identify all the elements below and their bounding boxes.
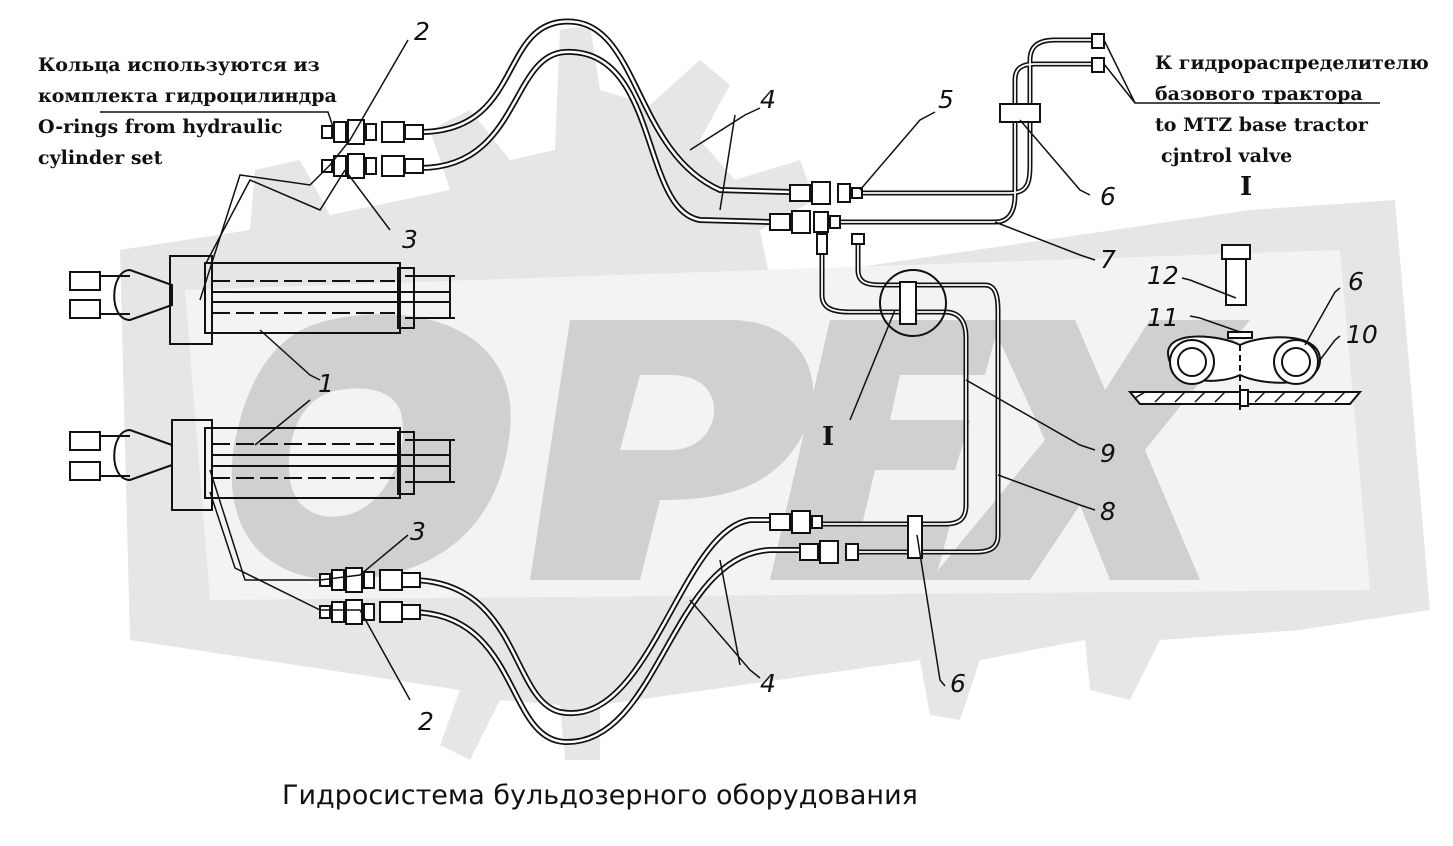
watermark — [120, 25, 1430, 760]
clamp-6-top — [999, 103, 1041, 123]
leader-lines — [100, 39, 1380, 701]
watermark-letter-x — [930, 320, 1250, 580]
detail-view-I — [1127, 244, 1363, 410]
callout-4-bottom: 4 — [760, 669, 776, 698]
control-valve-note-en-line2: cjntrol valve — [1161, 145, 1293, 167]
callout-6-top: 6 — [1100, 182, 1116, 211]
hydraulic-cylinder-bottom — [69, 419, 455, 511]
o-rings-note: Кольца используются из комплекта гидроци… — [38, 50, 337, 174]
callout-2-bottom: 2 — [418, 707, 434, 736]
callout-3-bottom: 3 — [410, 517, 426, 546]
diagram-title: Гидросистема бульдозерного оборудования — [282, 780, 918, 811]
callout-1: 1 — [318, 369, 334, 398]
callout-numbers: 2 3 1 3 2 4 4 5 6 7 9 8 6 12 11 6 10 I I — [318, 17, 1378, 736]
o-rings-note-ru-line1: Кольца используются из — [38, 54, 320, 76]
control-valve-note-en-line1: to MTZ base tractor — [1155, 114, 1368, 136]
control-valve-note-ru-line1: К гидрораспределителю — [1155, 52, 1429, 74]
control-valve-note-ru-line2: базового трактора — [1155, 83, 1363, 105]
callout-6-detail: 6 — [1348, 267, 1364, 296]
hydraulic-cylinder-top — [69, 255, 455, 345]
watermark-letter-o — [231, 314, 511, 580]
callout-6-bottom: 6 — [950, 669, 966, 698]
fittings-tee-top — [769, 181, 865, 255]
tube-7 — [830, 61, 1100, 225]
callout-10: 10 — [1346, 320, 1378, 349]
fittings — [319, 33, 1105, 625]
callout-9: 9 — [1100, 439, 1116, 468]
fittings-bottom — [319, 567, 421, 625]
control-valve-note: К гидрораспределителю базового трактора … — [1155, 48, 1429, 172]
callout-4-top: 4 — [760, 85, 776, 114]
o-rings-note-en-line1: O-rings from hydraulic — [38, 116, 283, 138]
watermark-letter-p — [530, 320, 814, 580]
o-rings-note-en-line2: cylinder set — [38, 147, 163, 169]
callout-12: 12 — [1147, 261, 1179, 290]
tube-ends-valve — [1091, 33, 1105, 73]
o-rings-note-ru-line2: комплекта гидроцилиндра — [38, 85, 337, 107]
callout-11: 11 — [1147, 303, 1179, 332]
callout-5: 5 — [938, 85, 954, 114]
callout-3-top: 3 — [402, 225, 418, 254]
detail-view-title: I — [1240, 172, 1252, 202]
watermark-letter-e — [770, 320, 1000, 580]
fittings-top — [321, 119, 424, 179]
callout-2-top: 2 — [414, 17, 430, 46]
detail-mark: I — [822, 422, 834, 452]
callout-7: 7 — [1100, 245, 1116, 274]
detail-circle — [879, 269, 947, 337]
fittings-tee-bottom — [769, 510, 859, 564]
clamp-6-middle — [899, 281, 917, 325]
callout-8: 8 — [1100, 497, 1116, 526]
